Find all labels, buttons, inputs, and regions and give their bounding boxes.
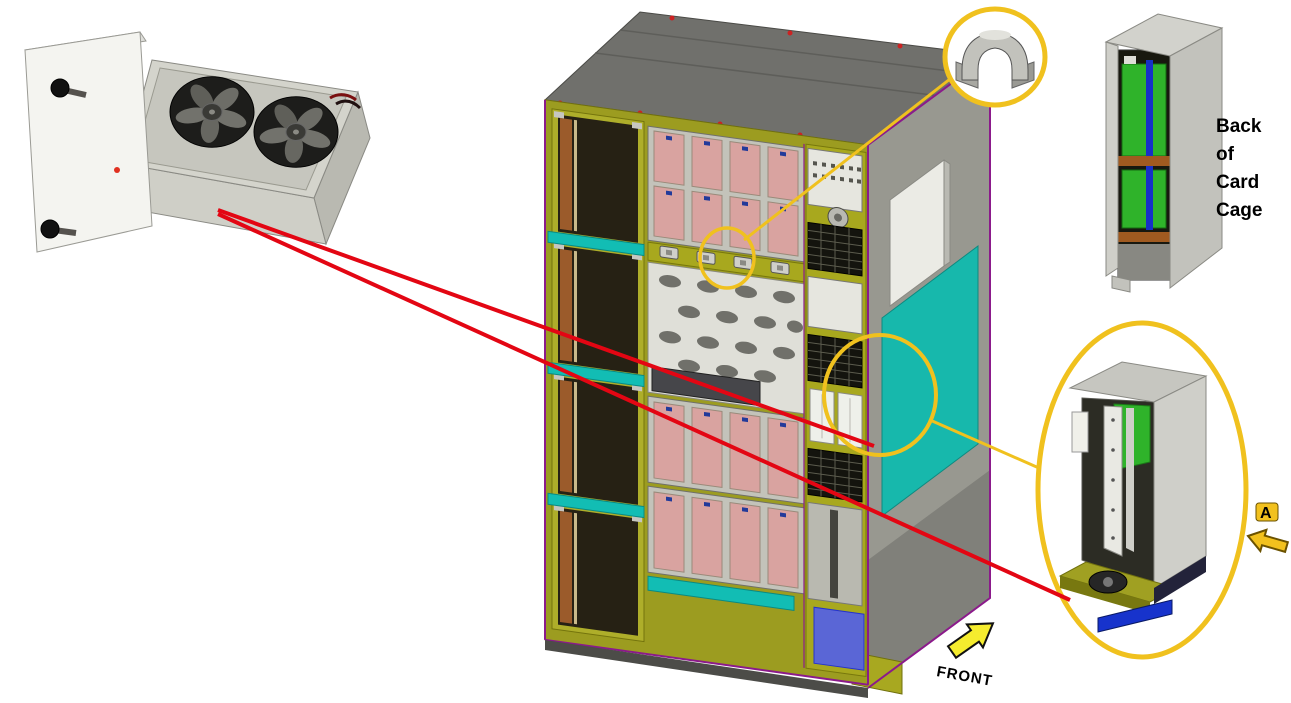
green-board-lower [1121,169,1167,229]
detail-a-arrow-icon [1246,528,1290,554]
duct-screws [1111,418,1115,540]
fan-wire-red [329,93,357,102]
brown-rail-bottom [1116,232,1174,242]
cabinet-plinth [545,640,868,698]
cage-left-wall [1105,41,1119,277]
detail-blue-bar [1097,599,1173,633]
clip-detail-circle [942,6,1048,108]
green-board-upper [1121,63,1167,157]
clip-connector-line [743,77,951,242]
card-cage-row-top [647,125,805,263]
back-of-card-cage-diagram: Back of Card Cage [1104,13,1262,293]
middle-column [647,125,805,612]
blank-panel-1 [807,275,863,335]
clip-highlight [979,30,1011,40]
clip-callout [698,6,1048,290]
detail-a-indicator: A [1246,502,1290,554]
leader-lines [217,208,1071,602]
round-connector [827,206,849,229]
right-module-column [805,143,867,678]
label-card: Card [1216,172,1259,193]
fan-grille-1 [807,221,863,277]
fan-wire-black [335,99,362,110]
back-of-card-cage-label: Back of Card Cage [1216,116,1262,221]
side-top-module-box [889,159,951,307]
shelf-holes [659,275,803,383]
clip-source-circle [698,226,756,290]
front-arrow-icon [946,622,995,660]
fan-slot-callout [822,333,1049,474]
detail-right-wall [1153,375,1207,589]
front-purple-edges [544,99,869,686]
thumbscrew-top [50,78,87,98]
label-of: of [1216,144,1235,165]
left-bay-column [547,108,645,643]
blue-backplane-strip [1146,60,1153,230]
detail-a-tag [1255,502,1279,522]
bottom-teal-rail [647,575,795,612]
cable-clips [659,245,790,276]
bay-4 [551,501,645,643]
red-leader-line-cabinet [217,208,875,448]
cage-right-wall [1169,27,1223,290]
thumbscrew-bottom [40,219,77,239]
card-cage-row-bottom [647,485,805,595]
label-cage: Cage [1216,200,1262,221]
detail-a-label: A [1260,505,1272,522]
detail-side-tab [1071,411,1089,453]
blue-module [813,606,865,671]
red-leader-line-detail [217,212,1071,602]
card-cage-detail-drawing [1058,361,1208,633]
cage-foot [1111,275,1131,293]
fan-slot-callout-ellipse [822,333,938,457]
card-cage-row-middle [647,395,805,505]
fan-tray-assembly [24,31,371,253]
front-label: FRONT [935,663,994,690]
vent-panel-top [807,147,863,213]
callout-connector-line [929,418,1049,474]
card-connectors-top [666,135,786,212]
status-led [114,167,120,173]
detail-fan-tray [1058,561,1178,614]
front-plate [24,31,153,253]
brown-rail-mid [1116,156,1174,166]
detail-navy-base [1154,556,1206,604]
card-cage-detail-callout [1035,320,1249,660]
bay-1 [551,108,645,250]
cabinet-front-face [544,99,869,686]
cage-bottom-gray [1118,244,1170,280]
bay-3 [551,370,645,512]
metal-clip-drawing [955,30,1035,89]
side-purple-edge [867,53,991,689]
cabinet-side-face [851,53,991,695]
label-back: Back [1216,116,1262,137]
cage-top-tab [1124,56,1136,64]
teal-shelf-edges [547,230,645,519]
clip-rail [647,241,805,283]
perforated-shelf [647,261,805,415]
lower-gray-panel [807,501,863,607]
detail-gray-strip [1126,408,1134,552]
side-lower-band [868,470,990,688]
